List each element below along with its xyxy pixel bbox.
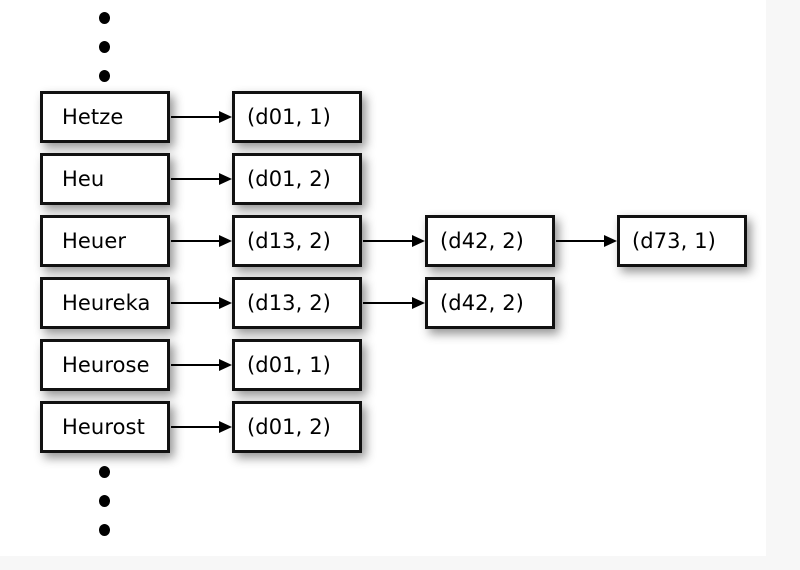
arrow-shaft — [171, 116, 219, 118]
term-box[interactable]: Heuer — [40, 215, 170, 267]
ellipsis-dot — [99, 495, 110, 507]
arrow-shaft — [171, 426, 219, 428]
arrow-term-to-posting — [171, 297, 232, 309]
arrow-shaft — [171, 178, 219, 180]
ellipsis-dot — [99, 524, 110, 536]
term-label: Heurost — [62, 414, 145, 439]
ellipsis-dot — [99, 12, 110, 24]
arrow-head — [219, 421, 232, 433]
term-label: Hetze — [62, 104, 124, 129]
arrow-term-to-posting — [171, 173, 232, 185]
ellipsis-dot — [99, 70, 110, 82]
arrow-term-to-posting — [171, 359, 232, 371]
posting-label: (d01, 2) — [247, 414, 331, 439]
ellipsis-dot — [99, 466, 110, 478]
arrow-chain-next — [556, 235, 617, 247]
arrow-shaft — [556, 240, 604, 242]
arrow-term-to-posting — [171, 421, 232, 433]
term-box[interactable]: Heurost — [40, 401, 170, 453]
posting-box[interactable]: (d01, 2) — [232, 153, 362, 205]
posting-box[interactable]: (d13, 2) — [232, 277, 362, 329]
term-box[interactable]: Heu — [40, 153, 170, 205]
ellipsis-dot — [99, 41, 110, 53]
term-label: Heurose — [62, 352, 150, 377]
arrow-posting-to-chain — [363, 235, 425, 247]
arrow-head — [604, 235, 617, 247]
term-label: Heu — [62, 166, 105, 191]
arrow-shaft — [171, 364, 219, 366]
term-box[interactable]: Hetze — [40, 91, 170, 143]
posting-box[interactable]: (d01, 1) — [232, 91, 362, 143]
arrow-shaft — [171, 302, 219, 304]
posting-box[interactable]: (d01, 2) — [232, 401, 362, 453]
arrow-head — [219, 235, 232, 247]
chain-box[interactable]: (d42, 2) — [425, 215, 555, 267]
arrow-shaft — [363, 240, 412, 242]
term-box[interactable]: Heureka — [40, 277, 170, 329]
arrow-term-to-posting — [171, 111, 232, 123]
posting-label: (d13, 2) — [247, 290, 331, 315]
arrow-head — [412, 235, 425, 247]
arrow-posting-to-chain — [363, 297, 425, 309]
vertical-ellipsis-bottom — [99, 466, 119, 536]
arrow-head — [219, 111, 232, 123]
arrow-head — [219, 297, 232, 309]
posting-label: (d01, 2) — [247, 166, 331, 191]
arrow-head — [219, 173, 232, 185]
posting-label: (d13, 2) — [247, 228, 331, 253]
chain-label: (d42, 2) — [440, 290, 524, 315]
posting-box[interactable]: (d13, 2) — [232, 215, 362, 267]
arrow-shaft — [171, 240, 219, 242]
chain-box[interactable]: (d42, 2) — [425, 277, 555, 329]
term-label: Heuer — [62, 228, 127, 253]
arrow-head — [412, 297, 425, 309]
posting-label: (d01, 1) — [247, 352, 331, 377]
term-label: Heureka — [62, 290, 151, 315]
arrow-head — [219, 359, 232, 371]
chain-label: (d73, 1) — [632, 228, 716, 253]
arrow-shaft — [363, 302, 412, 304]
chain-box[interactable]: (d73, 1) — [617, 215, 747, 267]
posting-label: (d01, 1) — [247, 104, 331, 129]
chain-label: (d42, 2) — [440, 228, 524, 253]
arrow-term-to-posting — [171, 235, 232, 247]
posting-box[interactable]: (d01, 1) — [232, 339, 362, 391]
vertical-ellipsis-top — [99, 12, 119, 82]
term-box[interactable]: Heurose — [40, 339, 170, 391]
